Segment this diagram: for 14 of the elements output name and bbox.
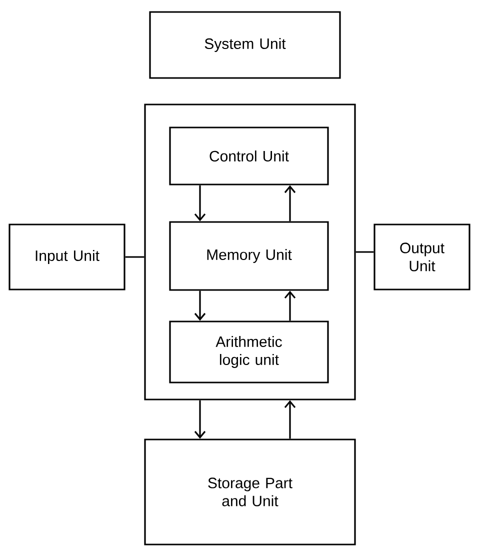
arrow xyxy=(194,400,206,439)
container-box xyxy=(144,104,356,400)
arrow xyxy=(284,400,296,439)
arrow xyxy=(284,290,296,321)
arrow xyxy=(194,185,206,222)
process-box: Output Unit xyxy=(374,224,470,290)
arrow xyxy=(194,290,206,321)
unit-box: Arithmetic logic unit xyxy=(169,320,329,384)
process-box: Input Unit xyxy=(8,224,126,290)
arrow xyxy=(284,185,296,222)
unit-box: Control Unit xyxy=(169,126,329,186)
process-box: System Unit xyxy=(149,11,341,79)
unit-box: Memory Unit xyxy=(169,221,329,291)
process-box: Storage Part and Unit xyxy=(144,438,356,546)
